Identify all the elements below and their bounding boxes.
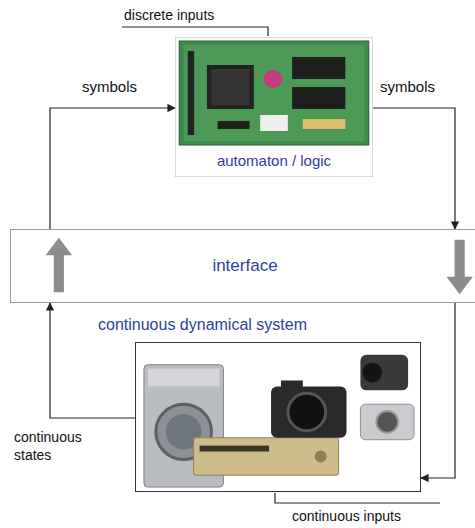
interface-band: interface [10,229,475,303]
continuous-input-line [275,493,440,503]
signal-label: symbols [82,78,137,95]
signal-label: discrete inputs [124,7,214,23]
signal-connector [373,108,455,229]
dynamical-system-box: continuous dynamical system [135,342,421,492]
signal-label: continuous inputs [292,508,401,524]
system-heading: continuous dynamical system [98,316,307,334]
node-title: interface [11,256,475,276]
appliances-picture [136,343,420,491]
signal-label: symbols [380,78,435,95]
controller-board-box: automaton / logic [175,37,373,177]
signal-connector [421,303,455,478]
signal-connector [50,108,175,229]
node-title: automaton / logic [175,152,373,169]
signal-label: continuous states [14,428,114,464]
discrete-input-line [122,27,268,36]
